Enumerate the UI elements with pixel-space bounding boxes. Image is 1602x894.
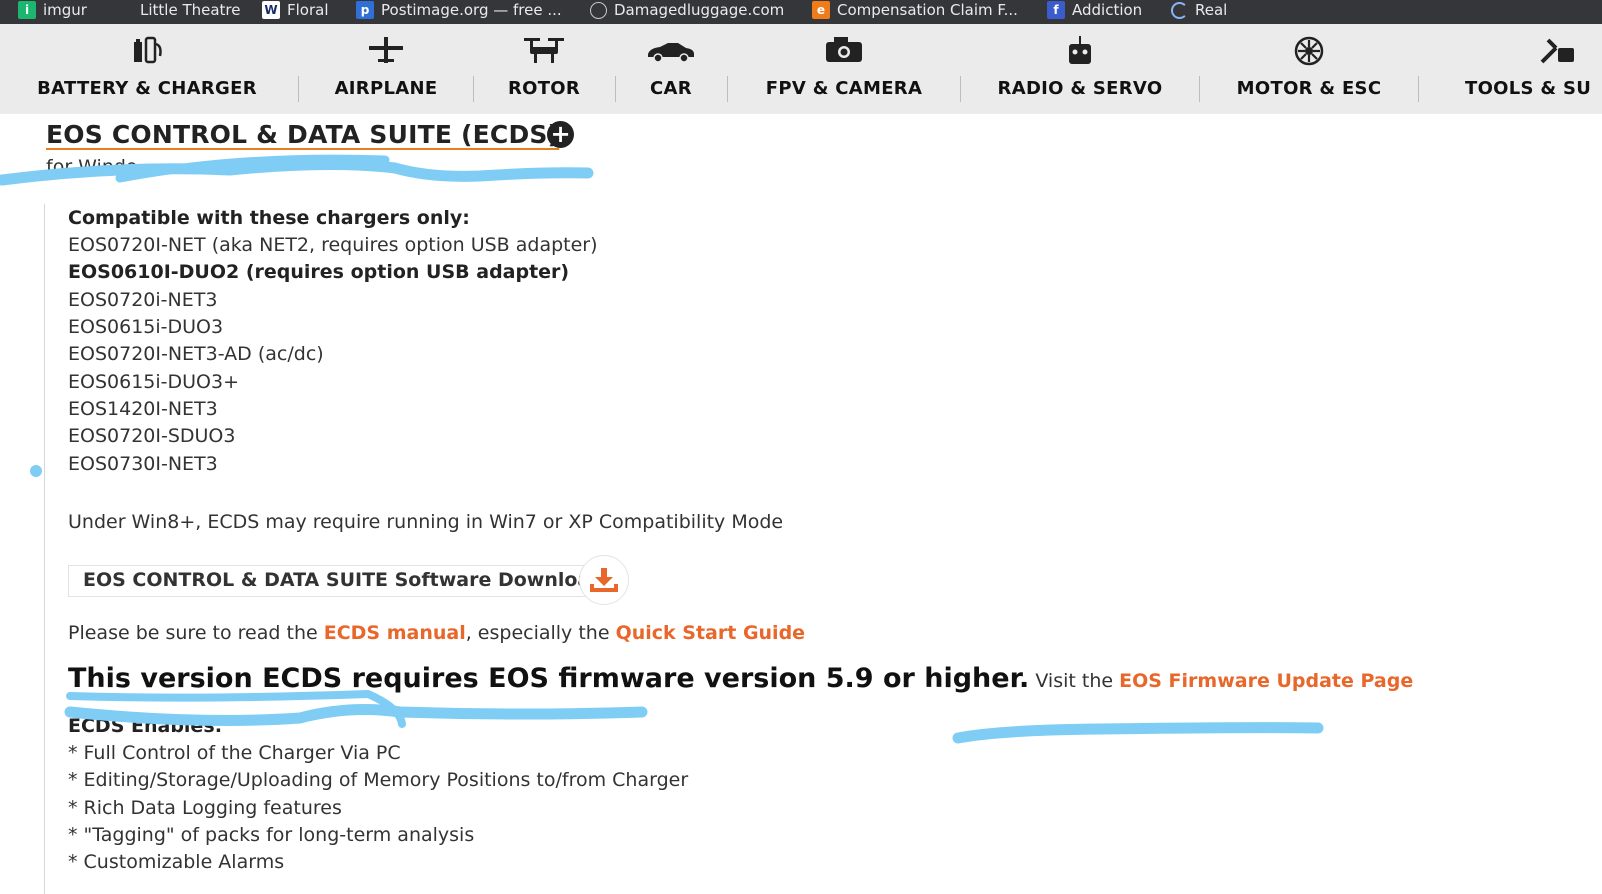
charger-item: EOS0720I-NET3-AD (ac/dc) [68, 343, 324, 365]
bookmark-label: Compensation Claim F... [837, 1, 1018, 19]
bookmark-real[interactable]: Real [1171, 0, 1227, 20]
firmware-update-link[interactable]: EOS Firmware Update Page [1119, 670, 1414, 692]
nav-label: ROTOR [507, 78, 581, 99]
nav-label: TOOLS & SU [1465, 78, 1592, 99]
w-logo-icon: W [262, 1, 280, 19]
bookmark-label: Floral [287, 1, 329, 19]
quick-start-link[interactable]: Quick Start Guide [615, 622, 806, 644]
bookmark-label: Little Theatre [140, 1, 241, 19]
read-manual-line: Please be sure to read the ECDS manual, … [68, 622, 805, 644]
download-icon [590, 568, 618, 592]
bookmark-little-theatre[interactable]: Little Theatre [140, 0, 241, 20]
bookmark-label: imgur [43, 1, 87, 19]
airplane-icon [369, 37, 403, 63]
visit-prefix: Visit the [1029, 670, 1120, 692]
bookmark-compensation-claim[interactable]: e Compensation Claim F... [812, 0, 1018, 20]
charger-item: EOS0720I-SDUO3 [68, 425, 236, 447]
nav-label: AIRPLANE [334, 78, 438, 99]
feature-item: * Rich Data Logging features [68, 797, 342, 819]
nav-label: RADIO & SERVO [997, 78, 1163, 99]
charger-item: EOS0610I-DUO2 (requires option USB adapt… [68, 261, 570, 283]
compat-note: Under Win8+, ECDS may require running in… [68, 511, 784, 533]
section-title[interactable]: EOS CONTROL & DATA SUITE (ECDS) [46, 120, 560, 149]
feature-item: * Full Control of the Charger Via PC [68, 742, 401, 764]
nav-divider [298, 76, 299, 102]
globe-icon [590, 1, 607, 19]
expand-plus-icon[interactable]: + [547, 121, 574, 148]
e-logo-icon: e [812, 1, 830, 19]
bookmarks-bar: i imgur Little Theatre W Floral p Postim… [0, 0, 1602, 24]
tools-icon [1540, 38, 1574, 64]
download-label: EOS CONTROL & DATA SUITE Software Downlo… [83, 569, 604, 591]
charger-item: EOS0615i-DUO3+ [68, 371, 240, 393]
nav-divider [615, 76, 616, 102]
camera-icon [826, 37, 862, 62]
facebook-icon: f [1047, 1, 1065, 19]
bookmark-label: Postimage.org — free ... [381, 1, 562, 19]
download-icon-button[interactable] [579, 555, 629, 605]
bookmark-label: Real [1195, 1, 1228, 19]
drone-icon [524, 38, 564, 63]
bookmark-addiction[interactable]: f Addiction [1047, 0, 1142, 20]
feature-item: * "Tagging" of packs for long-term analy… [68, 824, 475, 846]
feature-item: * Editing/Storage/Uploading of Memory Po… [68, 769, 689, 791]
nav-divider [727, 76, 728, 102]
nav-label: FPV & CAMERA [765, 78, 923, 99]
enables-heading: ECDS Enables: [68, 715, 223, 737]
bookmark-imgur[interactable]: i imgur [18, 0, 87, 20]
postimage-icon: p [356, 1, 374, 19]
charger-item: EOS1420I-NET3 [68, 398, 218, 420]
charger-item: EOS0720I-NET (aka NET2, requires option … [68, 234, 598, 256]
main-content: EOS CONTROL & DATA SUITE (ECDS) + for Wi… [0, 114, 1602, 894]
nav-divider [473, 76, 474, 102]
imgur-icon: i [18, 1, 36, 19]
nav-label: BATTERY & CHARGER [37, 78, 257, 99]
nav-divider [1418, 76, 1419, 102]
charger-item: EOS0720i-NET3 [68, 289, 218, 311]
nav-label: MOTOR & ESC [1236, 78, 1382, 99]
section-subtitle: for Windo [46, 156, 138, 178]
battery-charger-icon [134, 36, 162, 64]
nav-divider [1199, 76, 1200, 102]
read-prefix: Please be sure to read the [68, 622, 324, 644]
nav-label: CAR [650, 78, 692, 99]
bookmark-label: Addiction [1072, 1, 1143, 19]
charger-item: EOS0615i-DUO3 [68, 316, 224, 338]
feature-item: * Customizable Alarms [68, 851, 285, 873]
motor-icon [1294, 36, 1324, 66]
category-nav: BATTERY & CHARGER AIRPLANE ROTOR CAR [0, 24, 1602, 114]
nav-divider [960, 76, 961, 102]
firmware-line: This version ECDS requires EOS firmware … [68, 663, 1413, 694]
bookmark-damagedluggage[interactable]: Damagedluggage.com [590, 0, 784, 20]
radio-icon [1069, 36, 1091, 64]
firmware-notice: This version ECDS requires EOS firmware … [68, 663, 1030, 694]
charger-item: EOS0730I-NET3 [68, 453, 218, 475]
compat-heading: Compatible with these chargers only: [68, 207, 470, 229]
bookmark-floral[interactable]: W Floral [262, 0, 329, 20]
bookmark-postimage[interactable]: p Postimage.org — free ... [356, 0, 562, 20]
bookmark-label: Damagedluggage.com [614, 1, 785, 19]
accordion-rail [44, 204, 45, 894]
download-button[interactable]: EOS CONTROL & DATA SUITE Software Downlo… [68, 565, 604, 597]
ecds-manual-link[interactable]: ECDS manual [323, 622, 466, 644]
read-middle: , especially the [465, 622, 616, 644]
loading-icon [1171, 1, 1188, 19]
car-icon [648, 43, 694, 63]
